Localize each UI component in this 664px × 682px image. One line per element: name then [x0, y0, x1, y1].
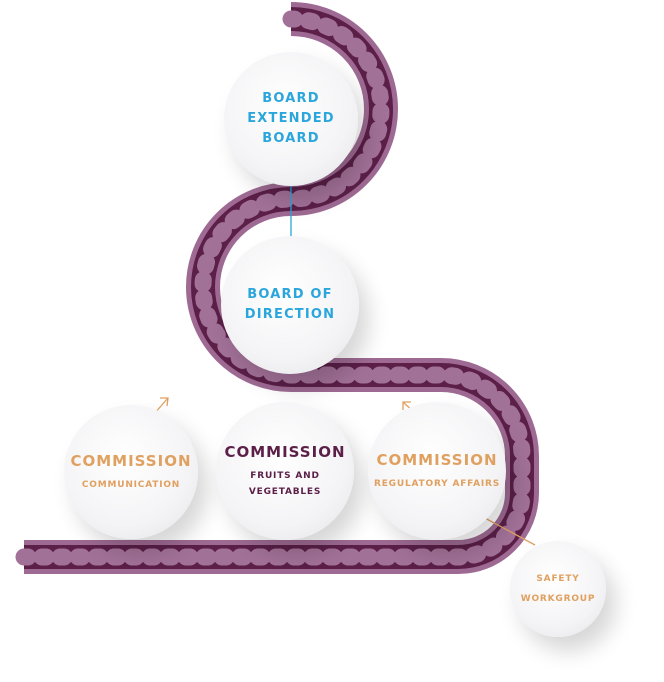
commission-communication-title: COMMISSION	[70, 452, 192, 470]
board-extended-line1: BOARD	[262, 91, 320, 106]
commission-fruits-subtitle: FRUITS AND VEGETABLES	[248, 471, 322, 497]
board-extended-board-node: BOARD EXTENDED BOARD	[224, 52, 358, 186]
commission-communication-node: COMMISSION COMMUNICATION	[64, 405, 198, 539]
commission-fruits-title: COMMISSION	[224, 443, 346, 461]
board-extended-line3: BOARD	[262, 131, 320, 146]
board-extended-line2: EXTENDED	[247, 111, 335, 126]
board-direction-line2: DIRECTION	[244, 307, 336, 322]
safety-workgroup-line2: WORKGROUP	[520, 594, 596, 604]
commission-regulatory-node: COMMISSION REGULATORY AFFAIRS	[368, 402, 506, 540]
board-of-direction-node: BOARD OF DIRECTION	[221, 236, 359, 374]
commission-communication-subtitle: COMMUNICATION	[81, 480, 181, 490]
safety-workgroup-line1: SAFETY	[536, 574, 580, 584]
commission-regulatory-subtitle: REGULATORY AFFAIRS	[373, 479, 500, 489]
board-direction-line1: BOARD OF	[247, 287, 333, 302]
commission-fruits-node: COMMISSION FRUITS AND VEGETABLES	[216, 402, 354, 540]
commission-regulatory-title: COMMISSION	[376, 451, 498, 469]
safety-workgroup-node: SAFETY WORKGROUP	[510, 541, 606, 637]
